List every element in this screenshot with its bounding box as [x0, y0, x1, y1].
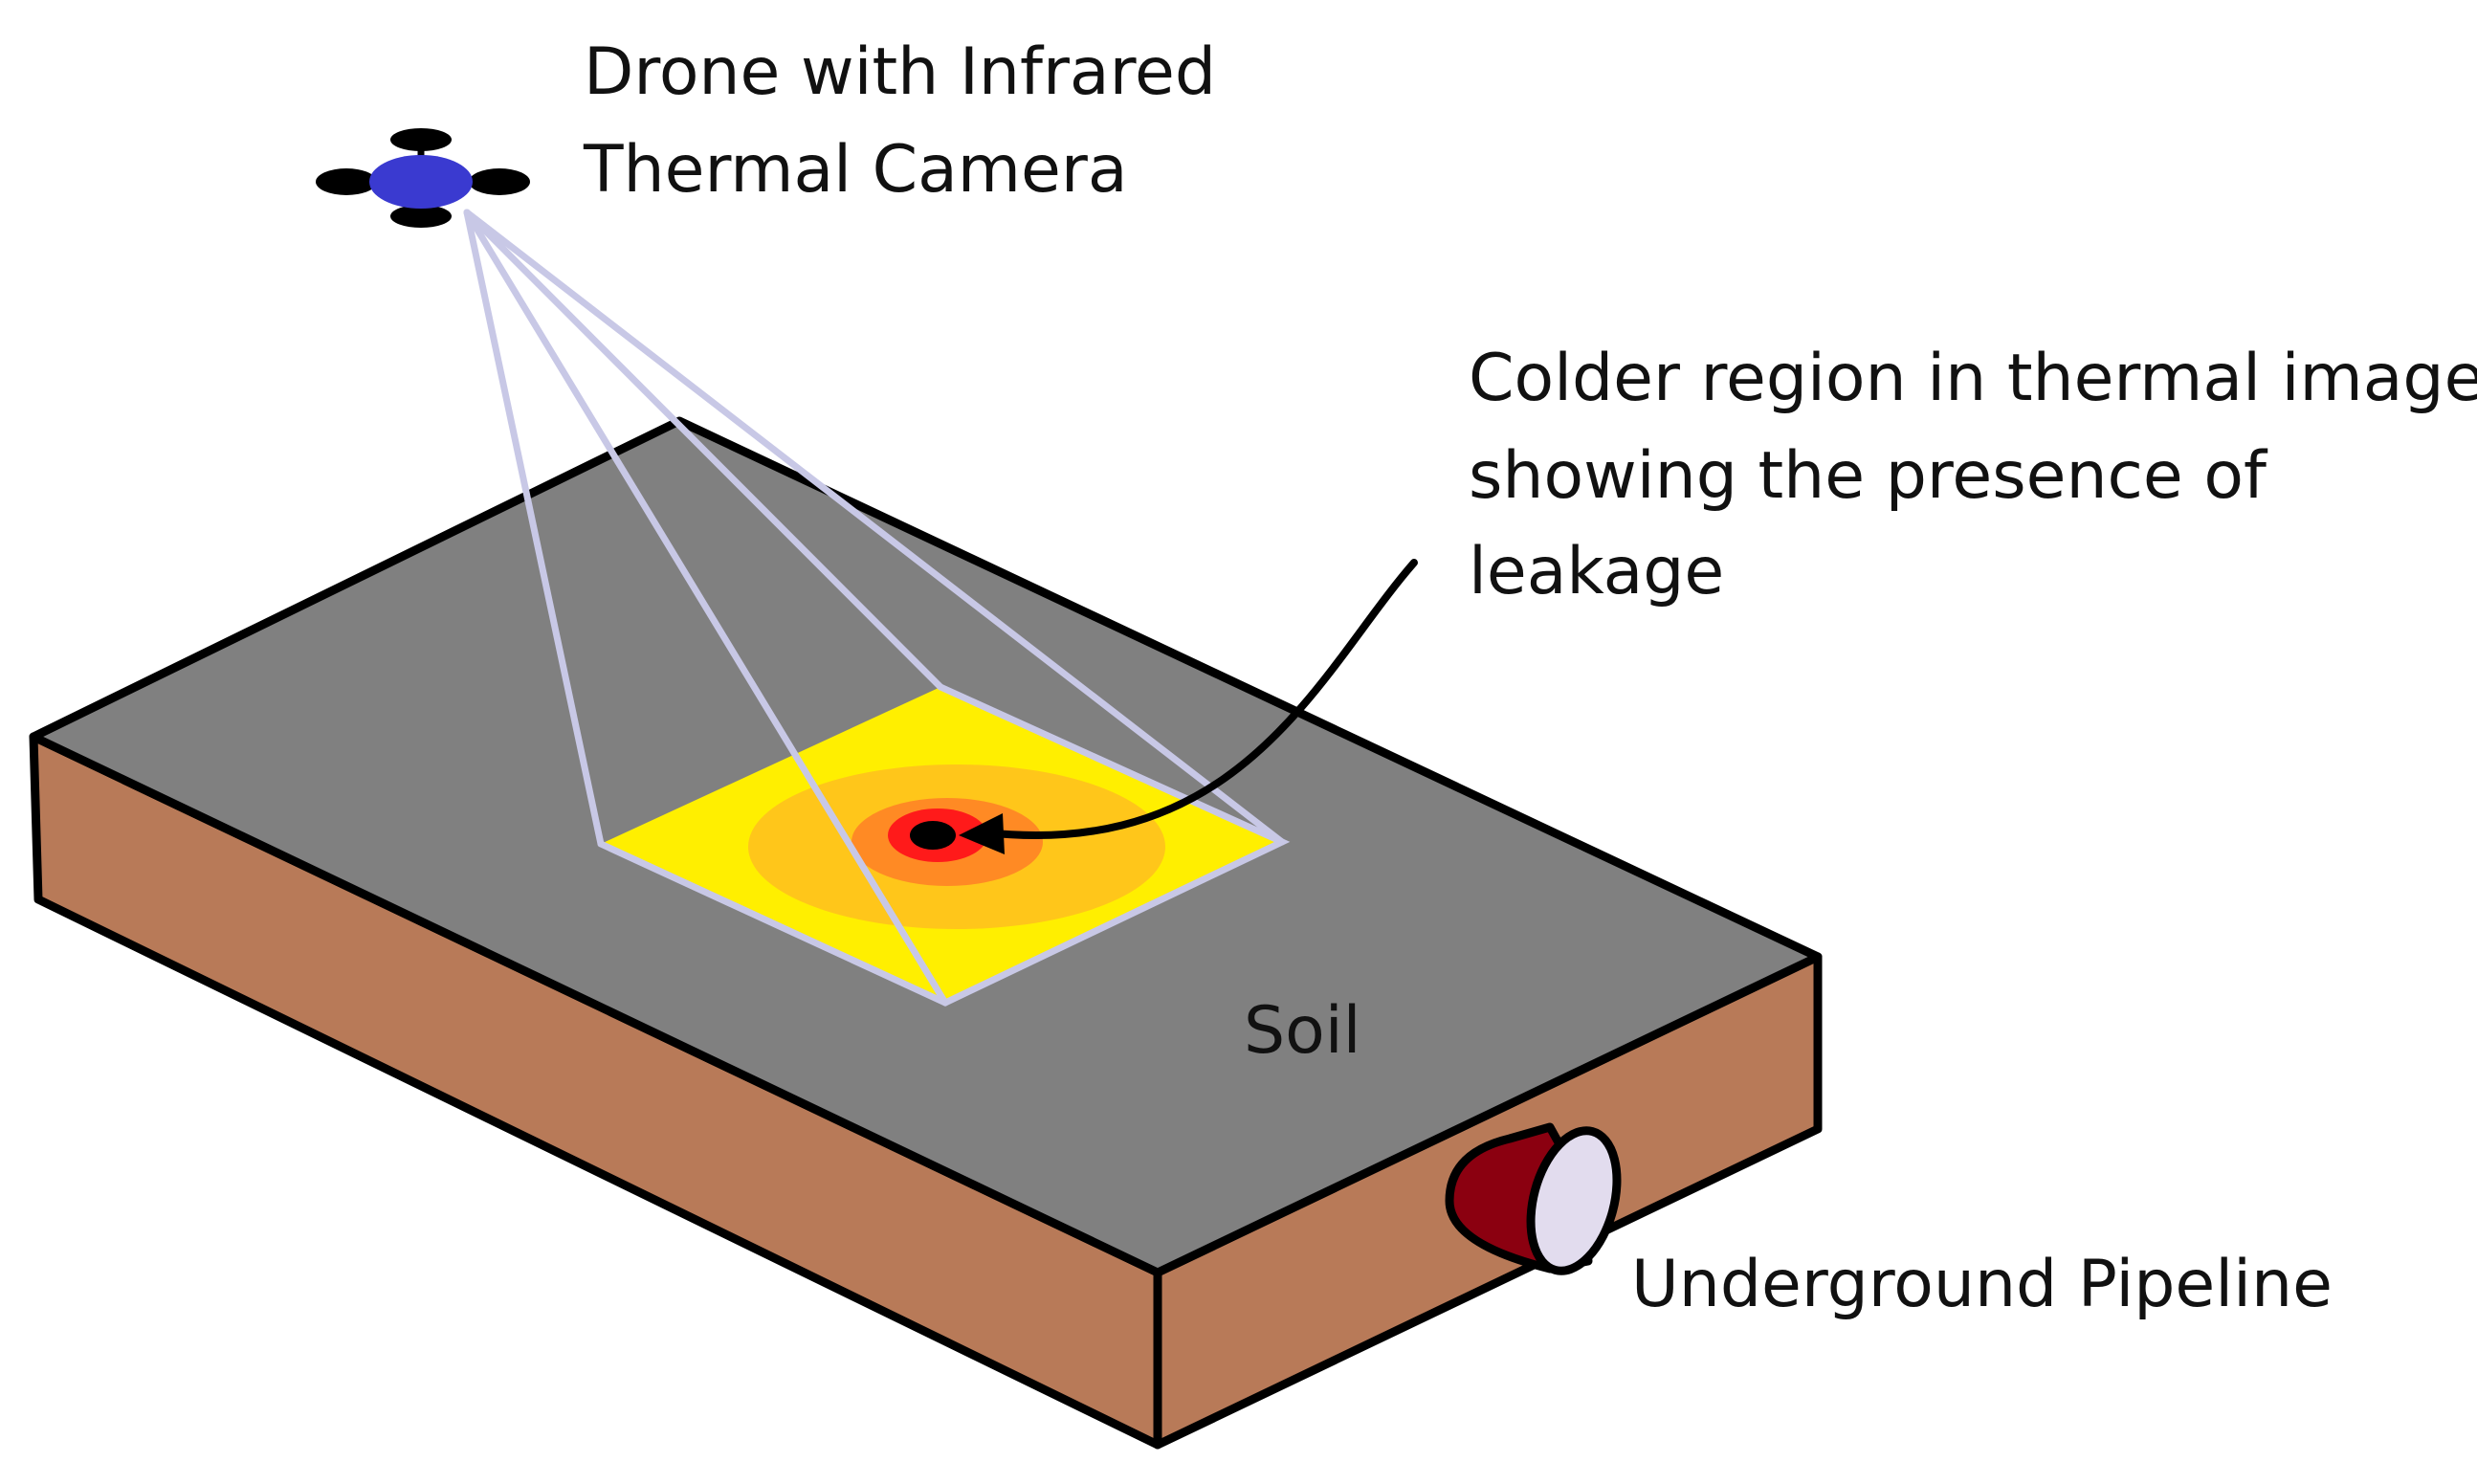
drone-label-line-1: Drone with Infrared — [584, 34, 1216, 110]
leakage-pointer-arrow — [959, 559, 1418, 854]
pipeline-label: Underground Pipeline — [1631, 1247, 2333, 1322]
drone-rotor-right — [469, 168, 530, 195]
camera-view-beams — [463, 209, 1291, 1007]
colder-region-label: Colder region in thermal image showing t… — [1469, 341, 2477, 609]
pipe-cross-section-icon — [1445, 1122, 1622, 1275]
quadcopter-drone-icon — [316, 128, 530, 228]
colder-region-label-line-1: Colder region in thermal image — [1469, 341, 2477, 416]
leak-point — [910, 821, 956, 850]
soil-label: Soil — [1244, 993, 1361, 1069]
drone-label-line-2: Thermal Camera — [583, 132, 1128, 208]
colder-region-label-line-3: leakage — [1469, 534, 1724, 609]
drone-body — [369, 155, 473, 209]
colder-region-label-line-2: showing the presence of — [1469, 438, 2268, 514]
drone-rotor-bottom — [390, 205, 452, 228]
drone-rotor-left — [316, 168, 377, 195]
drone-rotor-top — [390, 128, 452, 151]
drone-label: Drone with Infrared Thermal Camera — [583, 34, 1237, 208]
